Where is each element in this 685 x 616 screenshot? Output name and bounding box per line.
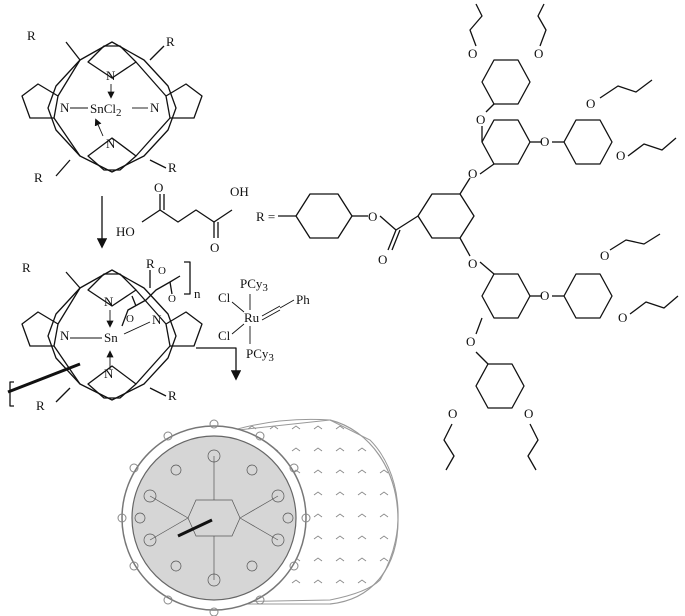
porphyrin-snCl2: R R R R N N N N SnCl2 (21, 28, 203, 185)
nanocapsule-cylinder (117, 418, 399, 616)
dendron-substituent: R = O O O O O O O O O O (256, 3, 679, 471)
n-label: N (152, 312, 162, 327)
n-label: N (106, 68, 116, 83)
o-label: O (158, 265, 166, 277)
n-label: N (104, 366, 114, 381)
o-label: O (168, 293, 176, 305)
rim-bumps (117, 419, 311, 616)
r-label: R (168, 160, 177, 175)
o-label: O (210, 240, 219, 255)
r-label: R (166, 34, 175, 49)
n-label: N (106, 136, 116, 151)
o-label: O (476, 112, 485, 127)
ph-label: Ph (296, 292, 310, 307)
metal-label: SnCl2 (90, 101, 122, 119)
porphyrin-sn-polymer: R R R R N N N N Sn O O O n (7, 256, 203, 413)
cl-label: Cl (218, 328, 231, 343)
reaction-arrow (196, 347, 242, 381)
r-label: R (36, 398, 45, 413)
o-label: O (618, 310, 627, 325)
polymer-subscript: n (194, 286, 201, 301)
r-label: R (168, 388, 177, 403)
heavy-bond (7, 362, 81, 394)
grubbs-catalyst: Cl Cl PCy3 PCy3 Ru Ph (218, 276, 310, 364)
o-label: O (468, 256, 477, 271)
r-label: R (27, 28, 36, 43)
o-label: O (448, 406, 457, 421)
succinic-acid: HO OH O O (116, 180, 249, 255)
o-label: O (126, 313, 134, 325)
n-label: N (150, 100, 160, 115)
r-label: R (146, 256, 155, 271)
o-label: O (600, 248, 609, 263)
ru-label: Ru (244, 310, 260, 325)
inner-network (134, 449, 294, 587)
o-label: O (468, 46, 477, 61)
pcy-label: PCy3 (240, 276, 268, 294)
o-label: O (540, 288, 549, 303)
o-label: O (368, 209, 377, 224)
pcy-label: PCy3 (246, 346, 274, 364)
n-label: N (60, 328, 70, 343)
n-label: N (104, 294, 114, 309)
oh-label: HO (116, 224, 135, 239)
o-label: O (524, 406, 533, 421)
o-label: O (468, 166, 477, 181)
cl-label: Cl (218, 290, 231, 305)
r-label: R (22, 260, 31, 275)
o-label: O (540, 134, 549, 149)
r-label: R (34, 170, 43, 185)
o-label: O (154, 180, 163, 195)
o-label: O (378, 252, 387, 267)
o-label: O (466, 334, 475, 349)
oh-label: OH (230, 184, 249, 199)
r-equals-label: R = (256, 209, 275, 224)
metal-label: Sn (104, 330, 118, 345)
heavy-bond (177, 518, 213, 538)
o-label: O (616, 148, 625, 163)
o-label: O (586, 96, 595, 111)
n-label: N (60, 100, 70, 115)
o-label: O (534, 46, 543, 61)
